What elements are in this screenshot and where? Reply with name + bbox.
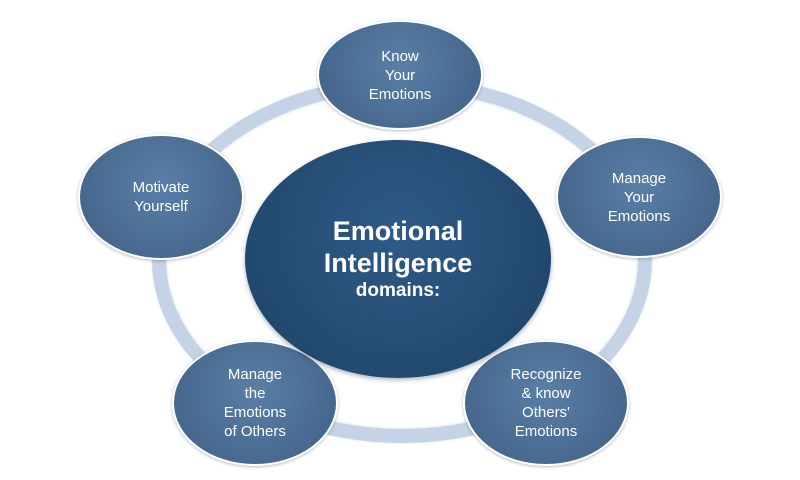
node-manage-emotions-of-others: Manage the Emotions of Others: [172, 340, 338, 466]
node-label: Motivate Yourself: [132, 179, 190, 215]
center-hub: Emotional Intelligence domains:: [245, 140, 551, 378]
center-title-line-2: Intelligence: [323, 248, 473, 278]
center-title-line-1: Emotional: [332, 216, 464, 246]
node-label: Manage Your Emotions: [607, 169, 671, 225]
node-manage-your-emotions: Manage Your Emotions: [556, 136, 722, 258]
node-know-your-emotions: Know Your Emotions: [317, 20, 483, 130]
node-label: Manage the Emotions of Others: [223, 366, 287, 440]
node-label: Know Your Emotions: [368, 47, 432, 103]
node-label: Recognize & know Others' Emotions: [510, 366, 582, 440]
center-subtitle: domains:: [355, 280, 441, 301]
node-recognize-others-emotions: Recognize & know Others' Emotions: [463, 340, 629, 466]
node-motivate-yourself: Motivate Yourself: [78, 134, 244, 260]
